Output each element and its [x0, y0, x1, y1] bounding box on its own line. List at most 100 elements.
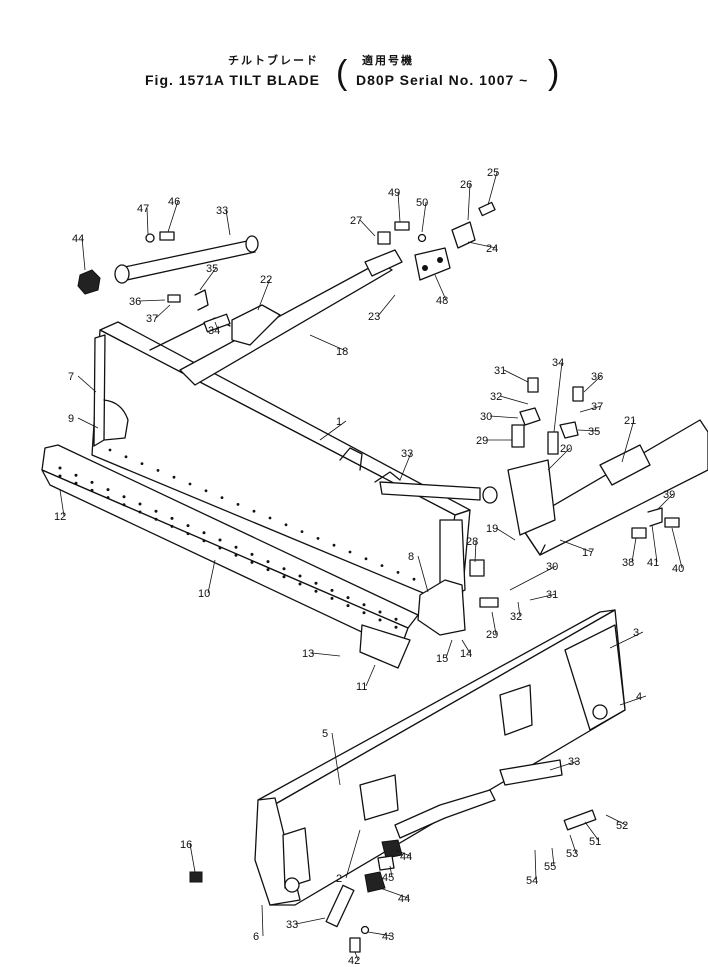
- bolt-hole: [154, 517, 158, 521]
- leader-line: [395, 849, 411, 857]
- bolt-hole: [396, 571, 400, 574]
- callout-number: 20: [560, 443, 572, 455]
- bracket-21: [599, 444, 651, 486]
- leader-line: [559, 539, 593, 553]
- bolt-hole: [154, 509, 158, 513]
- bolt-hole: [170, 524, 174, 528]
- bolt-hole: [186, 524, 190, 528]
- trunnion-block: [507, 459, 556, 536]
- bolt-hole: [346, 604, 350, 608]
- leader-line: [517, 601, 521, 617]
- bolt-hole: [412, 577, 416, 581]
- leader-line: [397, 191, 401, 223]
- callout-number: 29: [476, 435, 488, 447]
- pin: [203, 313, 231, 333]
- callout-number: 34: [208, 325, 220, 337]
- pin-33-lower: [325, 884, 355, 928]
- bolt-hole: [394, 617, 398, 621]
- callout-number: 38: [622, 557, 634, 569]
- bolt-hole: [300, 530, 304, 533]
- japanese-title: チルトブレード: [228, 55, 319, 67]
- leader-line: [605, 814, 627, 826]
- bolt-hole: [108, 448, 112, 452]
- callout-number: 37: [146, 313, 158, 325]
- right-corner-bit: [417, 579, 466, 636]
- leader-line: [379, 887, 409, 899]
- leader-line: [621, 419, 635, 463]
- bolt-hole: [380, 564, 384, 567]
- bolt-hole: [172, 475, 176, 479]
- callout-number: 44: [72, 233, 84, 245]
- left-end-bit: [93, 334, 106, 447]
- callout-number: 32: [490, 391, 502, 403]
- bolt-hole: [170, 516, 174, 520]
- bolt-hole: [204, 489, 208, 493]
- bolt-hole: [314, 581, 318, 585]
- leader-line: [577, 429, 599, 432]
- bolt-hole: [218, 546, 222, 550]
- bolt-hole: [236, 503, 240, 506]
- bolt-hole: [378, 610, 382, 614]
- pin-51: [563, 809, 597, 831]
- callout-number: 52: [616, 820, 628, 832]
- brace-rod: [119, 239, 256, 282]
- frame-assembly-right: [379, 377, 708, 608]
- callout-number: 36: [591, 371, 603, 383]
- bolt-hole: [316, 537, 320, 540]
- clip-39: [647, 507, 663, 527]
- leader-line: [553, 361, 563, 433]
- bolt-hole: [266, 568, 270, 572]
- leader-line: [549, 760, 579, 771]
- callout-number: 33: [401, 448, 413, 460]
- callout-number: 45: [382, 872, 394, 884]
- callout-number: 8: [408, 551, 414, 563]
- leader-line: [434, 274, 447, 301]
- leader-line: [509, 565, 557, 591]
- leader-line: [609, 631, 644, 649]
- bolt-hole: [282, 567, 286, 571]
- bolt-hole: [250, 560, 254, 564]
- callout-number: 48: [436, 295, 448, 307]
- callout-number: 10: [198, 588, 210, 600]
- callout-number: 30: [480, 411, 492, 423]
- clip-35: [559, 421, 579, 439]
- leader-line: [389, 865, 393, 878]
- bolt-hole: [202, 531, 206, 535]
- pin-29: [511, 424, 525, 448]
- bolt-hole: [74, 481, 78, 485]
- bolt-hole: [90, 480, 94, 484]
- bolt-hole: [106, 496, 110, 500]
- bolt-hole: [250, 552, 254, 556]
- cap: [451, 221, 476, 249]
- brace-arm-bent: [394, 789, 496, 839]
- bolt-hole: [122, 495, 126, 499]
- leader-line: [189, 843, 196, 873]
- callout-number: 41: [647, 557, 659, 569]
- callout-number: 12: [54, 511, 66, 523]
- leader-line: [671, 527, 683, 569]
- blade-assembly-lower: [189, 609, 626, 953]
- bolt-hole: [202, 539, 206, 543]
- leader-line: [309, 334, 347, 352]
- leader-line: [295, 917, 326, 925]
- bolt-hole: [90, 488, 94, 492]
- leader-line: [584, 821, 600, 842]
- pivot-plate: [414, 247, 451, 281]
- left-bracket: [359, 774, 399, 821]
- callout-number: 44: [400, 851, 412, 863]
- bracket: [231, 304, 281, 346]
- leader-line: [365, 664, 376, 687]
- leader-line: [487, 171, 498, 206]
- leader-line: [474, 540, 477, 563]
- leader-line: [354, 951, 359, 961]
- bolt-hole: [268, 516, 272, 520]
- callout-number: 2: [336, 873, 342, 885]
- leader-line: [155, 304, 171, 319]
- bolt-hole: [234, 545, 238, 549]
- leader-line: [146, 207, 149, 235]
- trunnion-left: [282, 827, 311, 889]
- leader-line: [214, 321, 219, 331]
- bolt-hole: [186, 532, 190, 536]
